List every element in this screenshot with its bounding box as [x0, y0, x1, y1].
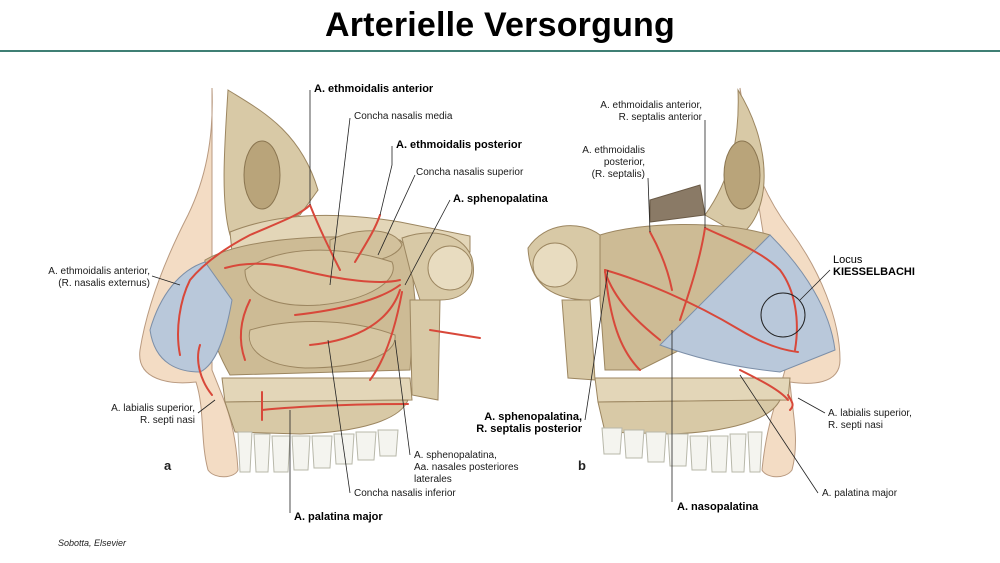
label-b-nasopalatina: A. nasopalatina: [677, 501, 759, 513]
panel-a-teeth: [237, 429, 399, 473]
panel-a-palate: [221, 377, 413, 403]
label-a-labialis-superior: A. labialis superior, R. septi nasi: [60, 403, 195, 427]
label-line: A. sphenopalatina,: [414, 450, 497, 461]
label-b-sphenopalatina-septalis: A. sphenopalatina, R. septalis posterior: [440, 411, 582, 435]
label-line: R. septi nasi: [828, 420, 884, 431]
label-line: A. ethmoidalis: [582, 145, 645, 156]
label-b-ethmoidalis-posterior: A. ethmoidalis posterior, (R. septalis): [555, 145, 645, 181]
label-a-concha-inferior: Concha nasalis inferior: [354, 488, 456, 499]
label-b-palatina-major: A. palatina major: [822, 488, 898, 499]
label-line: Aa. nasales posteriores: [414, 462, 519, 473]
label-b-locus-kiesselbachi: Locus KIESSELBACHI: [833, 254, 915, 278]
slide-title: Arterielle Versorgung: [325, 6, 675, 44]
label-a-ethmoidalis-posterior: A. ethmoidalis posterior: [396, 139, 522, 151]
label-line: laterales: [414, 474, 452, 485]
panel-b-pterygoid: [561, 299, 596, 381]
label-line: R. septalis posterior: [476, 423, 582, 435]
panel-a-anatomy: [139, 87, 481, 478]
label-a-sphenopalatina: A. sphenopalatina: [453, 193, 548, 205]
label-line: A. labialis superior,: [111, 403, 195, 414]
panel-b-maxilla: [597, 399, 781, 435]
label-line: posterior,: [603, 157, 645, 168]
panel-a-frontal-sinus: [243, 140, 281, 210]
panel-a-sphenoid-sinus: [427, 245, 473, 291]
source-credit: Sobotta, Elsevier: [58, 538, 127, 548]
label-line: R. septalis anterior: [618, 112, 702, 123]
label-a-palatina-major: A. palatina major: [294, 511, 383, 523]
panel-b-arteries: [604, 227, 799, 411]
label-line: (R. nasalis externus): [58, 278, 150, 289]
title-divider: [0, 50, 1000, 52]
panel-a-arteries: [177, 204, 481, 421]
panel-b-crista: [649, 184, 706, 223]
panel-b-teeth: [601, 427, 763, 473]
panel-a-concha-media: [244, 249, 394, 306]
panel-a-marker: a: [164, 458, 172, 473]
panel-b-septal-cartilage: [659, 234, 836, 373]
locus-kiesselbachi-marker: [760, 292, 806, 338]
panel-a-cartilage: [149, 261, 233, 373]
label-line: KIESSELBACHI: [833, 266, 915, 278]
panel-b-marker: b: [578, 458, 586, 473]
label-line: A. sphenopalatina,: [484, 411, 582, 423]
label-line: Locus: [833, 254, 863, 266]
label-a-concha-superior: Concha nasalis superior: [416, 167, 524, 178]
panel-a-pterygoid: [409, 299, 441, 401]
label-line: A. ethmoidalis anterior,: [600, 100, 702, 111]
label-line: (R. septalis): [591, 169, 645, 180]
label-line: A. labialis superior,: [828, 408, 912, 419]
panel-b-sphenoid-sinus: [532, 242, 578, 288]
panel-b-frontal-sinus: [723, 140, 761, 210]
label-a-ethmoidalis-anterior: A. ethmoidalis anterior: [314, 83, 434, 95]
label-a-concha-media: Concha nasalis media: [354, 111, 453, 122]
leader-lines: [151, 90, 831, 513]
label-a-ethmoidalis-anterior-externus: A. ethmoidalis anterior, (R. nasalis ext…: [20, 266, 150, 290]
panel-b-anatomy: [527, 87, 841, 478]
label-a-sphenopalatina-laterales: A. sphenopalatina, Aa. nasales posterior…: [414, 450, 519, 486]
label-b-ethmoidalis-anterior-septalis: A. ethmoidalis anterior, R. septalis ant…: [560, 100, 702, 124]
label-line: R. septi nasi: [139, 415, 195, 426]
label-line: A. ethmoidalis anterior,: [48, 266, 150, 277]
label-b-labialis-superior: A. labialis superior, R. septi nasi: [828, 408, 912, 432]
